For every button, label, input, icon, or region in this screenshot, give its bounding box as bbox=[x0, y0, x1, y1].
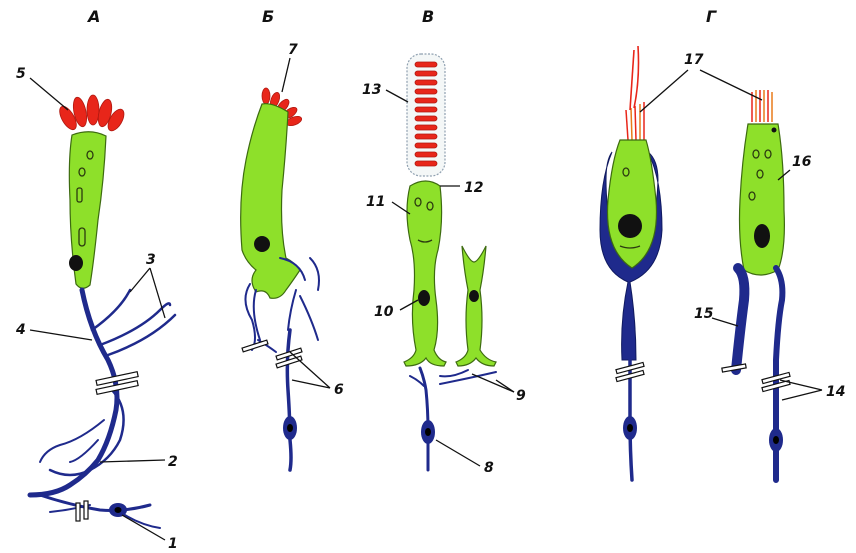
label-11: 11 bbox=[366, 194, 385, 210]
panel-v-rod-nucleus bbox=[418, 290, 430, 306]
panel-g-left-nucleus bbox=[618, 214, 642, 238]
panel-v-rod-body bbox=[404, 181, 446, 366]
label-13: 13 bbox=[362, 82, 381, 98]
panel-letter-a: А bbox=[86, 7, 100, 26]
label-2: 2 bbox=[168, 454, 178, 470]
panel-v-nerve-fibers bbox=[410, 368, 496, 470]
panel-v-leaders bbox=[386, 90, 514, 466]
label-9: 9 bbox=[516, 388, 526, 404]
panel-b-taste-cell: Б bbox=[241, 7, 344, 470]
label-14: 14 bbox=[826, 384, 845, 400]
label-7: 7 bbox=[288, 42, 298, 58]
label-12: 12 bbox=[464, 180, 483, 196]
panel-letter-v: В bbox=[422, 7, 434, 26]
label-5: 5 bbox=[16, 66, 26, 82]
panel-g-right-hairs bbox=[752, 90, 772, 122]
label-16: 16 bbox=[792, 154, 812, 170]
panel-a-olfactory-neuron: А bbox=[15, 7, 178, 552]
panel-g-leaders bbox=[640, 70, 822, 400]
panel-g-left-fiber bbox=[616, 360, 644, 480]
panel-v-cone-nucleus bbox=[469, 290, 479, 302]
panel-a-red-tips bbox=[56, 95, 127, 133]
label-6: 6 bbox=[334, 382, 344, 398]
panel-g-right-fibers bbox=[722, 268, 790, 480]
label-3: 3 bbox=[146, 252, 156, 268]
label-17: 17 bbox=[684, 52, 704, 68]
panel-g-left-hairs bbox=[626, 46, 644, 140]
panel-g-left-cell-body bbox=[608, 140, 657, 268]
panel-g-hair-cells: Г bbox=[600, 7, 845, 480]
panel-a-nerve-fibers bbox=[30, 290, 175, 528]
panel-a-nucleus bbox=[69, 255, 83, 271]
panel-b-nucleus bbox=[254, 236, 270, 252]
panel-b-cell-body bbox=[241, 104, 300, 299]
label-10: 10 bbox=[374, 304, 394, 320]
panel-v-photoreceptors: В bbox=[362, 7, 526, 476]
panel-g-right-nucleus bbox=[754, 224, 770, 248]
panel-letter-b: Б bbox=[262, 7, 274, 26]
label-15: 15 bbox=[694, 306, 714, 322]
panel-letter-g: Г bbox=[706, 7, 717, 26]
label-4: 4 bbox=[15, 322, 26, 338]
panel-v-cone-body bbox=[456, 246, 496, 366]
label-1: 1 bbox=[168, 536, 178, 552]
label-8: 8 bbox=[484, 460, 494, 476]
panel-g-right-cell-body bbox=[740, 124, 785, 275]
